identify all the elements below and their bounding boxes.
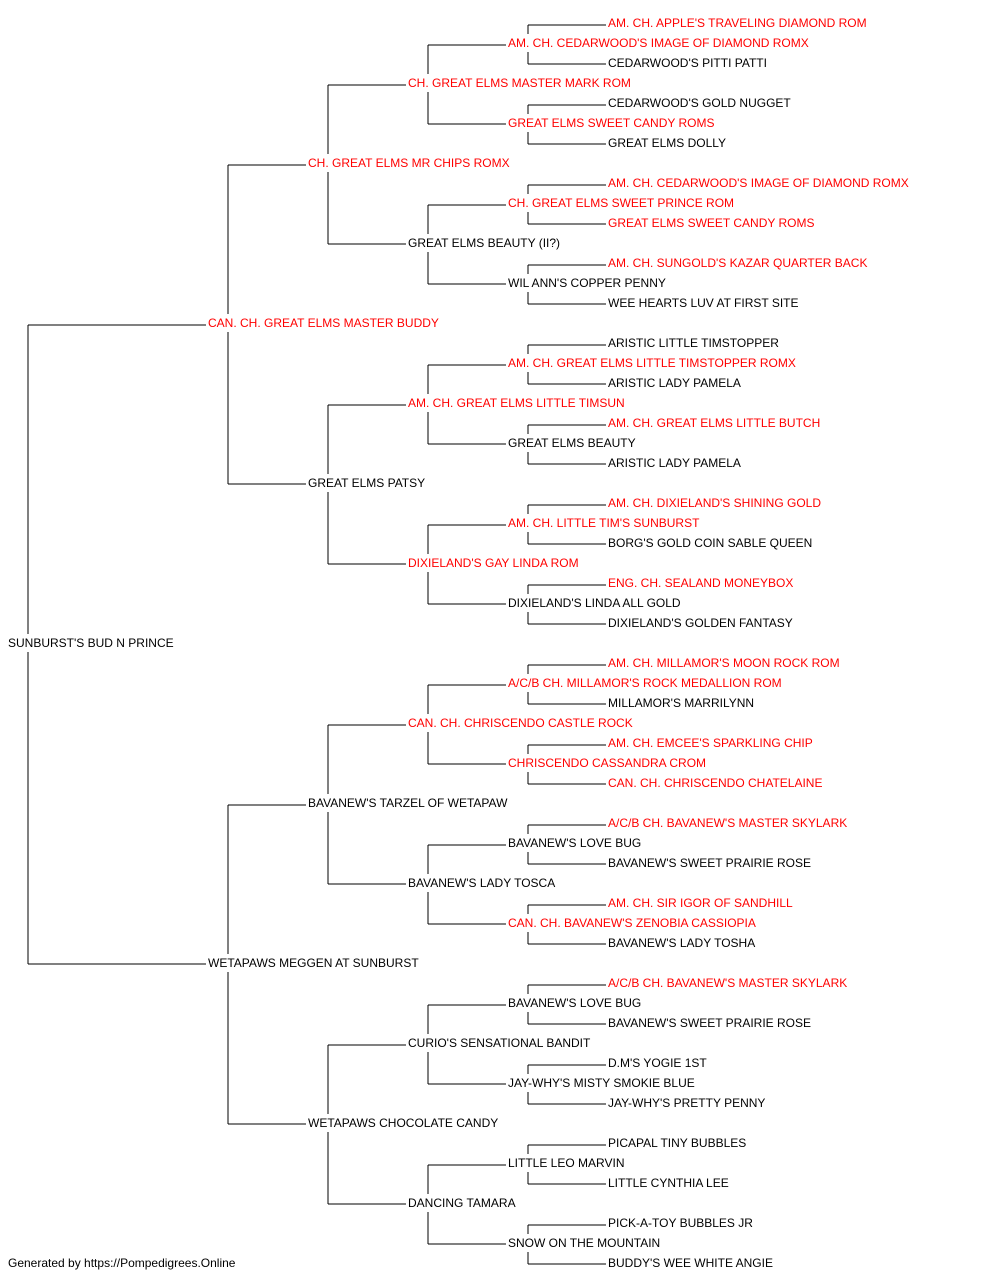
champion-dog-name: CAN. CH. CHRISCENDO CHATELAINE	[608, 776, 822, 790]
champion-dog-name: CH. GREAT ELMS SWEET PRINCE ROM	[508, 196, 734, 210]
dog-name: BORG'S GOLD COIN SABLE QUEEN	[608, 536, 812, 550]
dog-name: DANCING TAMARA	[408, 1196, 516, 1210]
champion-dog-name: AM. CH. LITTLE TIM'S SUNBURST	[508, 516, 700, 530]
dog-name: WETAPAWS CHOCOLATE CANDY	[308, 1116, 498, 1130]
dog-name: PICK-A-TOY BUBBLES JR	[608, 1216, 753, 1230]
dog-name: ARISTIC LITTLE TIMSTOPPER	[608, 336, 779, 350]
champion-dog-name: DIXIELAND'S GAY LINDA ROM	[408, 556, 579, 570]
dog-name: GREAT ELMS BEAUTY	[508, 436, 636, 450]
dog-name: GREAT ELMS DOLLY	[608, 136, 726, 150]
champion-dog-name: AM. CH. GREAT ELMS LITTLE BUTCH	[608, 416, 820, 430]
dog-name: BAVANEW'S LADY TOSCA	[408, 876, 555, 890]
dog-name: WETAPAWS MEGGEN AT SUNBURST	[208, 956, 419, 970]
dog-name: BAVANEW'S SWEET PRAIRIE ROSE	[608, 856, 811, 870]
champion-dog-name: CHRISCENDO CASSANDRA CROM	[508, 756, 706, 770]
champion-dog-name: AM. CH. CEDARWOOD'S IMAGE OF DIAMOND ROM…	[608, 176, 909, 190]
generated-by-footer: Generated by https://Pompedigrees.Online	[8, 1256, 236, 1270]
dog-name: JAY-WHY'S PRETTY PENNY	[608, 1096, 765, 1110]
champion-dog-name: CAN. CH. GREAT ELMS MASTER BUDDY	[208, 316, 439, 330]
dog-name: BAVANEW'S TARZEL OF WETAPAW	[308, 796, 508, 810]
champion-dog-name: GREAT ELMS SWEET CANDY ROMS	[608, 216, 814, 230]
champion-dog-name: GREAT ELMS SWEET CANDY ROMS	[508, 116, 714, 130]
champion-dog-name: CAN. CH. CHRISCENDO CASTLE ROCK	[408, 716, 633, 730]
dog-name: D.M'S YOGIE 1ST	[608, 1056, 707, 1070]
champion-dog-name: CH. GREAT ELMS MASTER MARK ROM	[408, 76, 631, 90]
champion-dog-name: AM. CH. APPLE'S TRAVELING DIAMOND ROM	[608, 16, 867, 30]
dog-name: BAVANEW'S LOVE BUG	[508, 836, 641, 850]
dog-name: GREAT ELMS PATSY	[308, 476, 425, 490]
dog-name: CURIO'S SENSATIONAL BANDIT	[408, 1036, 591, 1050]
dog-name: ARISTIC LADY PAMELA	[608, 456, 741, 470]
champion-dog-name: A/C/B CH. BAVANEW'S MASTER SKYLARK	[608, 816, 847, 830]
dog-name: GREAT ELMS BEAUTY (II?)	[408, 236, 560, 250]
dog-name: MILLAMOR'S MARRILYNN	[608, 696, 754, 710]
dog-name: CEDARWOOD'S GOLD NUGGET	[608, 96, 791, 110]
dog-name: DIXIELAND'S GOLDEN FANTASY	[608, 616, 793, 630]
dog-name: BAVANEW'S LOVE BUG	[508, 996, 641, 1010]
dog-name: LITTLE LEO MARVIN	[508, 1156, 624, 1170]
dog-name: BUDDY'S WEE WHITE ANGIE	[608, 1256, 773, 1270]
dog-name: CEDARWOOD'S PITTI PATTI	[608, 56, 767, 70]
dog-name: WIL ANN'S COPPER PENNY	[508, 276, 666, 290]
champion-dog-name: AM. CH. SIR IGOR OF SANDHILL	[608, 896, 793, 910]
champion-dog-name: AM. CH. CEDARWOOD'S IMAGE OF DIAMOND ROM…	[508, 36, 809, 50]
champion-dog-name: AM. CH. MILLAMOR'S MOON ROCK ROM	[608, 656, 840, 670]
dog-name: BAVANEW'S SWEET PRAIRIE ROSE	[608, 1016, 811, 1030]
dog-name: JAY-WHY'S MISTY SMOKIE BLUE	[508, 1076, 695, 1090]
champion-dog-name: AM. CH. GREAT ELMS LITTLE TIMSTOPPER ROM…	[508, 356, 796, 370]
champion-dog-name: A/C/B CH. BAVANEW'S MASTER SKYLARK	[608, 976, 847, 990]
champion-dog-name: AM. CH. EMCEE'S SPARKLING CHIP	[608, 736, 813, 750]
champion-dog-name: AM. CH. DIXIELAND'S SHINING GOLD	[608, 496, 821, 510]
dog-name: PICAPAL TINY BUBBLES	[608, 1136, 746, 1150]
dog-name: WEE HEARTS LUV AT FIRST SITE	[608, 296, 799, 310]
champion-dog-name: ENG. CH. SEALAND MONEYBOX	[608, 576, 793, 590]
dog-name: DIXIELAND'S LINDA ALL GOLD	[508, 596, 681, 610]
champion-dog-name: CAN. CH. BAVANEW'S ZENOBIA CASSIOPIA	[508, 916, 756, 930]
dog-name: LITTLE CYNTHIA LEE	[608, 1176, 729, 1190]
champion-dog-name: A/C/B CH. MILLAMOR'S ROCK MEDALLION ROM	[508, 676, 782, 690]
dog-name: BAVANEW'S LADY TOSHA	[608, 936, 755, 950]
champion-dog-name: AM. CH. SUNGOLD'S KAZAR QUARTER BACK	[608, 256, 867, 270]
champion-dog-name: CH. GREAT ELMS MR CHIPS ROMX	[308, 156, 510, 170]
champion-dog-name: AM. CH. GREAT ELMS LITTLE TIMSUN	[408, 396, 625, 410]
dog-name: ARISTIC LADY PAMELA	[608, 376, 741, 390]
dog-name: SUNBURST'S BUD N PRINCE	[8, 636, 174, 650]
dog-name: SNOW ON THE MOUNTAIN	[508, 1236, 660, 1250]
